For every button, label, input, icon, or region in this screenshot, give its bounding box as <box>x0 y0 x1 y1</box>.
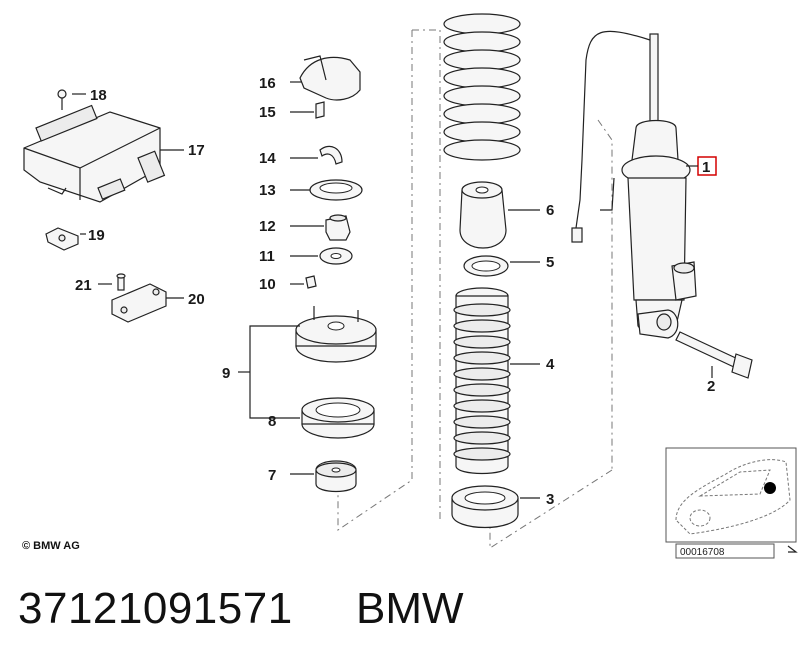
callout-6: 6 <box>546 202 554 219</box>
callout-19: 19 <box>88 227 105 244</box>
callout-1: 1 <box>702 159 710 176</box>
callout-18: 18 <box>90 87 107 104</box>
inset-thumbnail: 00016708 <box>665 447 798 559</box>
washer-11 <box>290 247 353 265</box>
mount-9 <box>295 306 377 363</box>
hose-14 <box>290 145 343 165</box>
callout-13: 13 <box>259 182 276 199</box>
nut-10 <box>290 275 317 289</box>
callout-7: 7 <box>268 467 276 484</box>
callout-17: 17 <box>188 142 205 159</box>
bellows-4 <box>453 287 540 475</box>
copyright-text: © BMW AG <box>22 540 80 552</box>
location-marker <box>764 482 776 494</box>
bolt-2 <box>675 331 753 379</box>
callout-10: 10 <box>259 276 276 293</box>
callout-15: 15 <box>259 104 276 121</box>
callout-8: 8 <box>268 413 276 430</box>
callout-3: 3 <box>546 491 554 508</box>
control-unit-17 <box>23 104 166 203</box>
callout-16: 16 <box>259 75 276 92</box>
callout-9: 9 <box>222 365 230 382</box>
brand-name: BMW <box>356 584 464 633</box>
sensor-20 <box>111 283 184 323</box>
callout-21: 21 <box>75 277 92 294</box>
callout-14: 14 <box>259 150 276 167</box>
assembly-boundary <box>337 29 613 549</box>
callout-4: 4 <box>546 356 555 373</box>
cap-16 <box>290 55 361 101</box>
ring-8 <box>301 397 375 439</box>
callout-5: 5 <box>546 254 554 271</box>
seat-3 <box>451 485 540 528</box>
screw-18 <box>57 89 86 110</box>
bracket-lines-9-8 <box>238 325 300 419</box>
ring-5 <box>463 255 540 277</box>
callout-labels: 1 2 3 4 5 6 7 8 9 10 11 12 13 14 15 16 1… <box>75 75 715 508</box>
part-number: 37121091571 <box>18 584 293 633</box>
ring-13 <box>290 179 363 201</box>
callout-11: 11 <box>259 248 275 265</box>
stop-7 <box>290 460 357 493</box>
callout-2: 2 <box>707 378 715 395</box>
coil-spring <box>443 13 521 161</box>
part-15 <box>290 101 325 119</box>
shock-absorber-1 <box>571 30 697 339</box>
callout-12: 12 <box>259 218 276 235</box>
callout-20: 20 <box>188 291 205 308</box>
bump-stop-6 <box>459 181 540 249</box>
bolt-21 <box>98 273 126 291</box>
bushing-12 <box>290 214 351 241</box>
inset-code: 00016708 <box>680 547 725 558</box>
clip-19 <box>45 227 86 251</box>
